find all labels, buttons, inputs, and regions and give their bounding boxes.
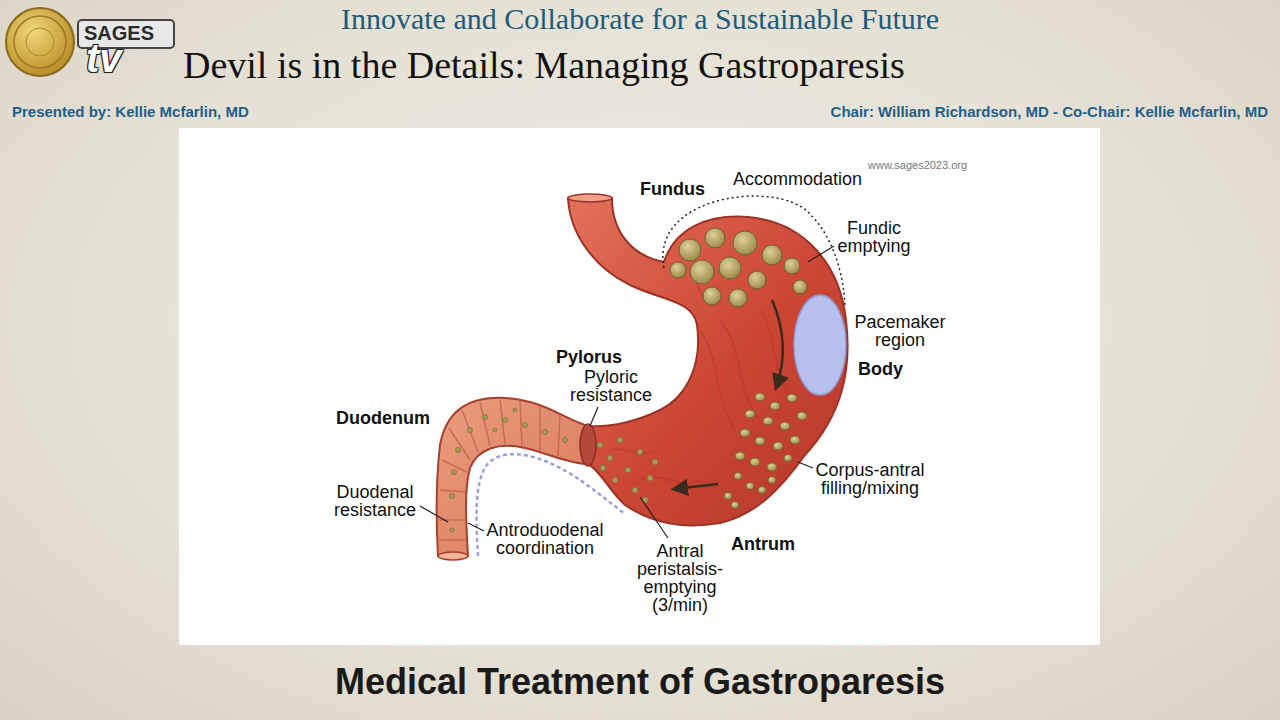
esophagus-opening (568, 194, 612, 202)
fundus-food (670, 228, 807, 307)
slide-caption: Medical Treatment of Gastroparesis (335, 664, 945, 700)
part-label: Duodenum (336, 409, 430, 427)
part-label: Accommodation (733, 170, 862, 188)
part-label: Antral peristalsis-emptying (3/min) (630, 542, 730, 614)
part-label: Pacemaker region (850, 313, 950, 349)
part-label: Fundus (640, 180, 705, 198)
duodenal-particles (450, 408, 568, 532)
chair-line: Chair: William Richardson, MD - Co-Chair… (831, 104, 1268, 119)
pylorus-ring (580, 424, 596, 466)
part-label: Antroduodenal coordination (482, 521, 608, 557)
conference-theme: Innovate and Collaborate for a Sustainab… (341, 4, 939, 34)
part-label: Body (858, 360, 903, 378)
part-label: Corpus-antral filling/mixing (810, 461, 930, 497)
body-particles (724, 393, 807, 509)
part-label: Pylorus (556, 348, 622, 366)
slide-title: Devil is in the Details: Managing Gastro… (183, 46, 905, 84)
duodenum-opening (438, 552, 468, 560)
flow-arrow (674, 484, 718, 489)
part-label: Fundic emptying (832, 219, 916, 255)
figure-panel (179, 128, 1100, 645)
presenter-line: Presented by: Kellie Mcfarlin, MD (12, 104, 249, 119)
duodenal-folds (439, 400, 560, 540)
stomach-interior (610, 240, 846, 483)
watermark: www.sages2023.org (868, 160, 967, 171)
logo-text: tv (86, 38, 122, 78)
accommodation-arc (663, 196, 845, 305)
leader-lines (420, 246, 834, 538)
antral-particles (597, 437, 658, 503)
dashed-outline (476, 454, 625, 556)
part-label: Duodenal resistance (330, 483, 420, 519)
flow-arrow (772, 300, 783, 388)
part-label: Pyloric resistance (566, 368, 656, 404)
part-label: Antrum (731, 535, 795, 553)
